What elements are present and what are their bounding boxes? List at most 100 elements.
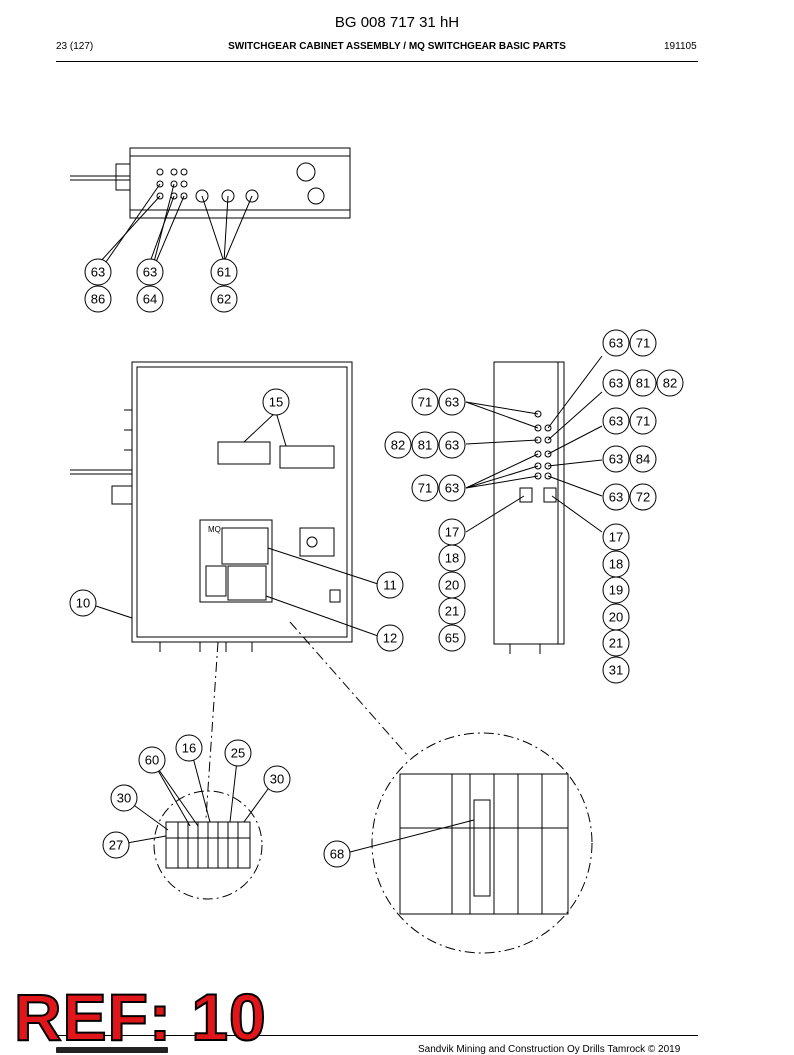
svg-text:82: 82 xyxy=(391,438,405,453)
svg-text:10: 10 xyxy=(76,596,90,611)
svg-text:20: 20 xyxy=(445,578,459,593)
callout-bubble: 63 xyxy=(602,445,630,473)
callout-bubble: 82 xyxy=(384,431,412,459)
svg-text:63: 63 xyxy=(609,452,623,467)
svg-text:82: 82 xyxy=(663,376,677,391)
svg-text:63: 63 xyxy=(609,376,623,391)
footer-rule xyxy=(56,1035,698,1036)
callout-bubble: 71 xyxy=(629,329,657,357)
header-rule xyxy=(56,61,698,62)
callout-bubble: 12 xyxy=(376,624,404,652)
callout-bubble: 84 xyxy=(629,445,657,473)
svg-text:72: 72 xyxy=(636,490,650,505)
callout-bubble: 71 xyxy=(629,407,657,435)
callout-bubble: 72 xyxy=(629,483,657,511)
svg-text:63: 63 xyxy=(609,490,623,505)
section-title: SWITCHGEAR CABINET ASSEMBLY / MQ SWITCHG… xyxy=(228,41,566,52)
svg-text:86: 86 xyxy=(91,292,105,307)
footer-copyright: Sandvik Mining and Construction Oy Drill… xyxy=(418,1044,681,1055)
callout-bubble: 20 xyxy=(438,571,466,599)
svg-text:62: 62 xyxy=(217,292,231,307)
svg-text:71: 71 xyxy=(418,395,432,410)
callout-bubble: 71 xyxy=(411,474,439,502)
page-number: 23 (127) xyxy=(56,41,94,52)
svg-text:63: 63 xyxy=(445,438,459,453)
callout-bubble: 63 xyxy=(602,329,630,357)
callout-bubble: 62 xyxy=(210,285,238,313)
callout-bubble: 65 xyxy=(438,624,466,652)
callout-bubble: 18 xyxy=(438,544,466,572)
svg-text:63: 63 xyxy=(609,414,623,429)
callout-bubble: 63 xyxy=(602,483,630,511)
svg-text:18: 18 xyxy=(609,557,623,572)
svg-text:63: 63 xyxy=(91,265,105,280)
svg-text:60: 60 xyxy=(145,753,159,768)
callout-bubble: 86 xyxy=(84,285,112,313)
callout-bubble: 17 xyxy=(438,518,466,546)
callout-bubble: 21 xyxy=(438,597,466,625)
callout-bubble: 10 xyxy=(69,589,97,617)
svg-text:27: 27 xyxy=(109,838,123,853)
callout-bubble: 71 xyxy=(411,388,439,416)
callout-bubble: 81 xyxy=(629,369,657,397)
svg-text:20: 20 xyxy=(609,610,623,625)
callout-bubble: 63 xyxy=(602,407,630,435)
svg-text:25: 25 xyxy=(231,746,245,761)
svg-text:71: 71 xyxy=(636,414,650,429)
svg-text:18: 18 xyxy=(445,551,459,566)
svg-text:61: 61 xyxy=(217,265,231,280)
callout-bubble: 63 xyxy=(438,474,466,502)
svg-text:81: 81 xyxy=(636,376,650,391)
callout-bubble: 31 xyxy=(602,656,630,684)
svg-text:17: 17 xyxy=(445,525,459,540)
svg-text:17: 17 xyxy=(609,530,623,545)
callout-group: 63 86 63 64 61 62 15 10 11 12 71 63 82 8… xyxy=(69,258,684,868)
svg-text:12: 12 xyxy=(383,631,397,646)
callout-bubble: 18 xyxy=(602,550,630,578)
svg-text:11: 11 xyxy=(383,578,397,593)
callout-bubble: 21 xyxy=(602,629,630,657)
callout-bubble: 63 xyxy=(84,258,112,286)
svg-text:64: 64 xyxy=(143,292,157,307)
svg-text:63: 63 xyxy=(445,395,459,410)
panel-label: MQ xyxy=(208,525,221,534)
side-view xyxy=(465,355,603,654)
callout-bubble: 30 xyxy=(263,765,291,793)
svg-text:63: 63 xyxy=(609,336,623,351)
callout-bubble: 20 xyxy=(602,603,630,631)
svg-text:16: 16 xyxy=(182,741,196,756)
svg-text:63: 63 xyxy=(445,481,459,496)
svg-text:31: 31 xyxy=(609,663,623,678)
callout-bubble: 27 xyxy=(102,831,130,859)
callout-bubble: 64 xyxy=(136,285,164,313)
svg-text:71: 71 xyxy=(636,336,650,351)
document-number: BG 008 717 31 hH xyxy=(334,14,460,31)
callout-bubble: 30 xyxy=(110,784,138,812)
callout-bubble: 25 xyxy=(224,739,252,767)
callout-bubble: 63 xyxy=(602,369,630,397)
callout-bubble: 61 xyxy=(210,258,238,286)
svg-text:63: 63 xyxy=(143,265,157,280)
callout-bubble: 63 xyxy=(438,388,466,416)
detail-module-view xyxy=(349,732,593,954)
svg-text:81: 81 xyxy=(418,438,432,453)
callout-bubble: 82 xyxy=(656,369,684,397)
callout-bubble: 15 xyxy=(262,388,290,416)
svg-text:21: 21 xyxy=(609,636,623,651)
callout-bubble: 19 xyxy=(602,576,630,604)
svg-text:65: 65 xyxy=(445,631,459,646)
callout-bubble: 63 xyxy=(438,431,466,459)
brand-logo-icon xyxy=(56,1047,168,1053)
callout-bubble: 60 xyxy=(138,746,166,774)
detail-terminal-view xyxy=(115,745,277,900)
front-view xyxy=(70,361,409,819)
callout-bubble: 63 xyxy=(136,258,164,286)
ref-stamp: REF: 10 xyxy=(13,980,267,1054)
svg-text:19: 19 xyxy=(609,583,623,598)
callout-bubble: 17 xyxy=(602,523,630,551)
svg-text:30: 30 xyxy=(117,791,131,806)
callout-bubble: 11 xyxy=(376,571,404,599)
svg-text:71: 71 xyxy=(418,481,432,496)
callout-bubble: 81 xyxy=(411,431,439,459)
